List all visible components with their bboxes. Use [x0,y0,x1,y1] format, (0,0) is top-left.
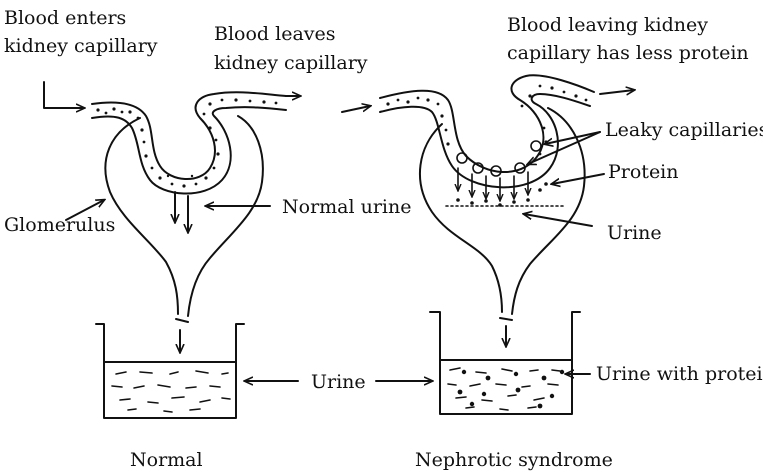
nephrotic-urine-dashes [448,368,560,410]
normal-capillary-inner [92,107,286,193]
urine-right-label: Urine [607,222,662,244]
urine-right-arrow [524,214,592,226]
glomerulus-label: Glomerulus [4,214,115,236]
blood-enters-label-line1: Blood enters [4,7,126,29]
urine-protein-dots [458,370,565,409]
normal-urine-dashes [112,371,230,412]
protein-arrow [552,174,604,184]
leaky-pointer-2 [528,132,600,164]
blood-leaving-less-protein-line2: capillary has less protein [507,42,749,64]
normal-caption: Normal [130,449,203,471]
protein-label: Protein [608,161,679,183]
normal-nephron [44,82,300,418]
blood-leaves-label-line1: Blood leaves [214,23,336,45]
filtered-protein-dots [456,182,548,207]
nephrotic-blood-leaves-arrow [600,90,634,94]
urine-with-protein-label: Urine with protein [596,363,763,385]
leaky-capillaries-label: Leaky capillaries [605,119,763,141]
nephrotic-nephron [342,75,634,414]
normal-bowmans-capsule [105,116,262,322]
leaky-pointer-1 [545,132,600,144]
urine-center-label: Urine [311,371,366,393]
normal-beaker [96,324,244,418]
normal-capillary-outer [92,92,286,179]
blood-enters-label-line2: kidney capillary [4,35,158,57]
normal-urine-label: Normal urine [282,196,411,218]
blood-enters-arrow [44,82,84,108]
nephrotic-blood-enters-arrow [342,106,370,112]
blood-leaves-label-line2: kidney capillary [214,52,368,74]
nephrotic-caption: Nephrotic syndrome [415,449,613,471]
blood-leaving-less-protein-line1: Blood leaving kidney [507,14,708,36]
normal-blood-dots [96,98,277,187]
nephrotic-capillary-outer [380,75,594,172]
